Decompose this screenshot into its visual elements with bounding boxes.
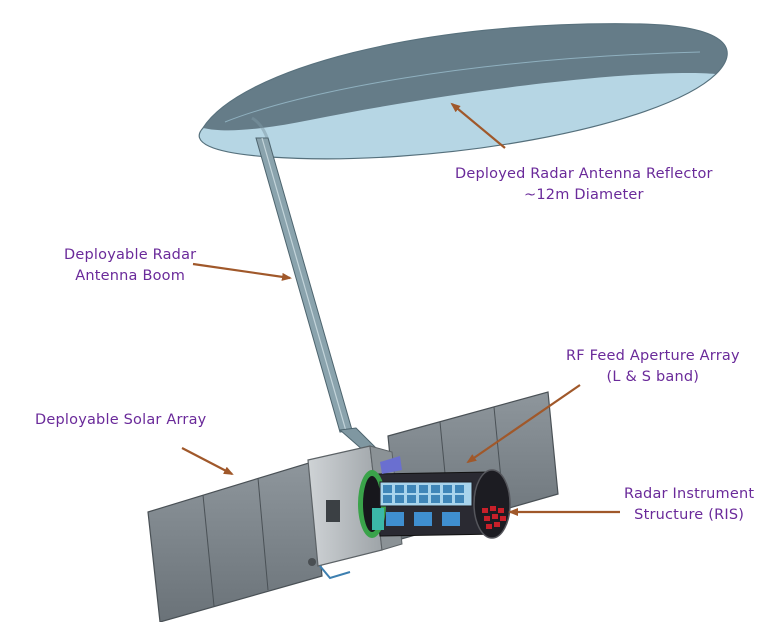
- ris-label: Radar Instrument Structure (RIS): [624, 484, 754, 526]
- reflector-arrow: [450, 102, 506, 149]
- boom-label: Deployable Radar Antenna Boom: [64, 245, 196, 287]
- boom-label-line2: Antenna Boom: [75, 268, 186, 284]
- feed-arrow: [466, 384, 581, 464]
- radar-instrument-structure: [358, 456, 511, 539]
- reflector-label: Deployed Radar Antenna Reflector ~12m Di…: [455, 164, 713, 206]
- antenna-boom: [255, 137, 381, 459]
- solar-label: Deployable Solar Array: [35, 410, 206, 431]
- boom-arrow: [192, 262, 292, 281]
- feed-elements: [383, 485, 464, 503]
- ris-face-accents: [482, 506, 506, 529]
- antenna-reflector: [198, 23, 728, 160]
- ris-label-line1: Radar Instrument: [624, 486, 755, 502]
- ris-label-line2: Structure (RIS): [634, 507, 745, 523]
- reflector-label-line2: ~12m Diameter: [524, 187, 644, 203]
- solar-arrow: [181, 447, 234, 475]
- feed-label-line2: (L & S band): [606, 369, 700, 385]
- reflector-label-line1: Deployed Radar Antenna Reflector: [455, 166, 713, 182]
- feed-label-line1: RF Feed Aperture Array: [566, 348, 740, 364]
- solar-array-left: [147, 461, 323, 623]
- callout-arrows: [181, 102, 620, 516]
- solar-label-line1: Deployable Solar Array: [35, 412, 207, 428]
- boom-label-line1: Deployable Radar: [64, 247, 197, 263]
- feed-label: RF Feed Aperture Array (L & S band): [566, 346, 740, 388]
